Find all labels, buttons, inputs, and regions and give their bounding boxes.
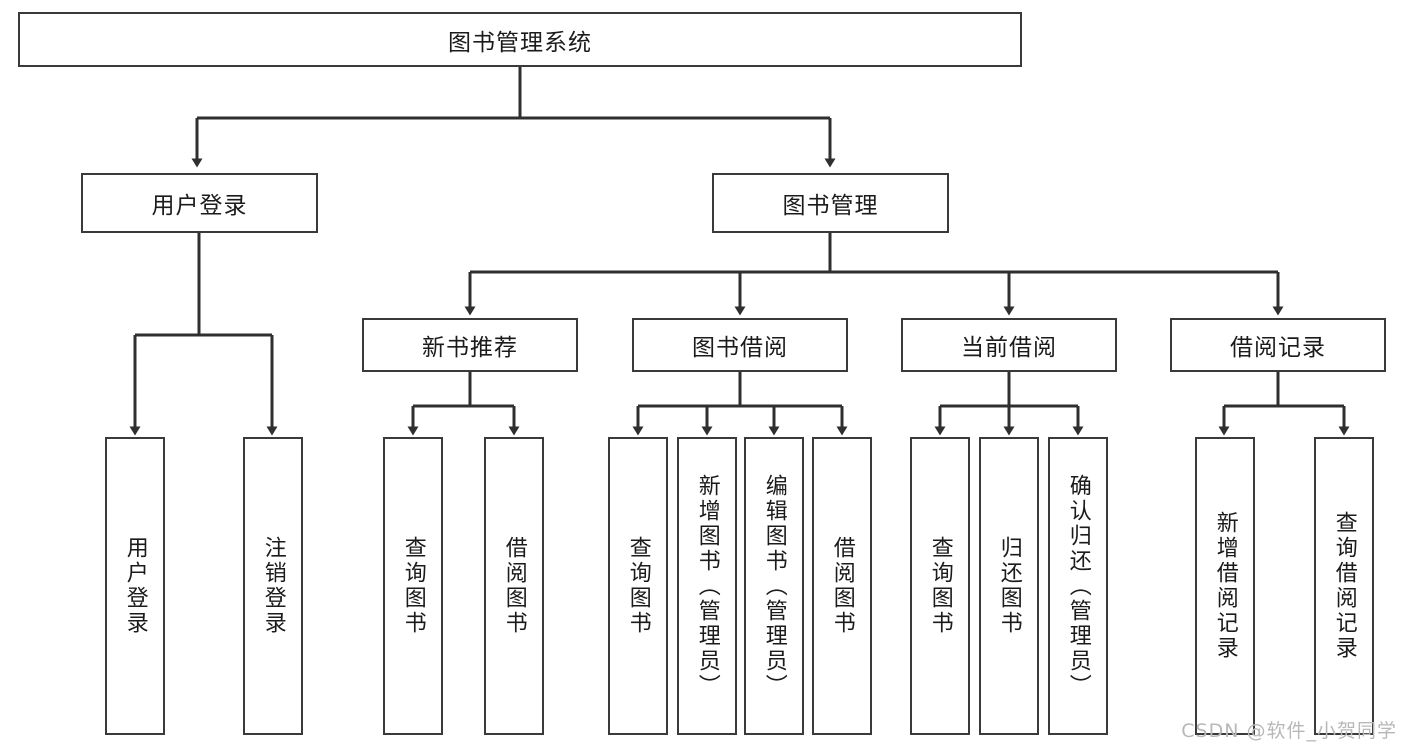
node-new-book-recommend[interactable]: 新书推荐: [362, 318, 578, 372]
leaf-user-logout[interactable]: 注销登录: [243, 437, 303, 735]
node-label: 注销登录: [260, 536, 286, 636]
leaf-query-book-newbook[interactable]: 查询图书: [383, 437, 443, 735]
leaf-query-book-borrow[interactable]: 查询图书: [608, 437, 668, 735]
node-label: 借阅图书: [501, 536, 527, 636]
node-book-borrow[interactable]: 图书借阅: [632, 318, 848, 372]
node-label: 查询借阅记录: [1331, 511, 1357, 661]
leaf-confirm-return-admin[interactable]: 确认归还（管理员）: [1048, 437, 1108, 735]
leaf-query-book-current[interactable]: 查询图书: [910, 437, 970, 735]
leaf-borrow-book-newbook[interactable]: 借阅图书: [484, 437, 544, 735]
node-label: 查询图书: [927, 536, 953, 636]
leaf-user-login[interactable]: 用户登录: [105, 437, 165, 735]
leaf-add-borrow-record[interactable]: 新增借阅记录: [1195, 437, 1255, 735]
node-borrow-records[interactable]: 借阅记录: [1170, 318, 1386, 372]
node-label: 图书管理: [782, 193, 879, 219]
node-label: 图书管理系统: [448, 29, 592, 56]
node-label: 查询图书: [625, 536, 651, 636]
node-label: 当前借阅: [961, 335, 1057, 361]
node-label: 借阅记录: [1230, 335, 1326, 361]
node-label: 新书推荐: [422, 335, 518, 361]
node-root-system[interactable]: 图书管理系统: [18, 12, 1022, 67]
node-current-borrow[interactable]: 当前借阅: [901, 318, 1117, 372]
node-label: 借阅图书: [829, 536, 855, 636]
node-label: 查询图书: [400, 536, 426, 636]
node-label: 用户登录: [151, 193, 248, 219]
node-label: 用户登录: [122, 536, 148, 636]
node-label: 图书借阅: [692, 335, 788, 361]
node-label: 归还图书: [996, 536, 1022, 636]
leaf-return-book[interactable]: 归还图书: [979, 437, 1039, 735]
node-label: 新增借阅记录: [1212, 511, 1238, 661]
node-label: 确认归还（管理员）: [1065, 473, 1091, 699]
leaf-edit-book-admin[interactable]: 编辑图书（管理员）: [744, 437, 804, 735]
node-label: 新增图书（管理员）: [694, 473, 720, 699]
csdn-watermark: CSDN @软件_小贺同学: [1181, 720, 1397, 742]
node-book-management[interactable]: 图书管理: [712, 173, 949, 233]
node-user-login[interactable]: 用户登录: [81, 173, 318, 233]
node-label: 编辑图书（管理员）: [761, 473, 787, 699]
leaf-borrow-book-borrow[interactable]: 借阅图书: [812, 437, 872, 735]
leaf-query-borrow-record[interactable]: 查询借阅记录: [1314, 437, 1374, 735]
leaf-add-book-admin[interactable]: 新增图书（管理员）: [677, 437, 737, 735]
